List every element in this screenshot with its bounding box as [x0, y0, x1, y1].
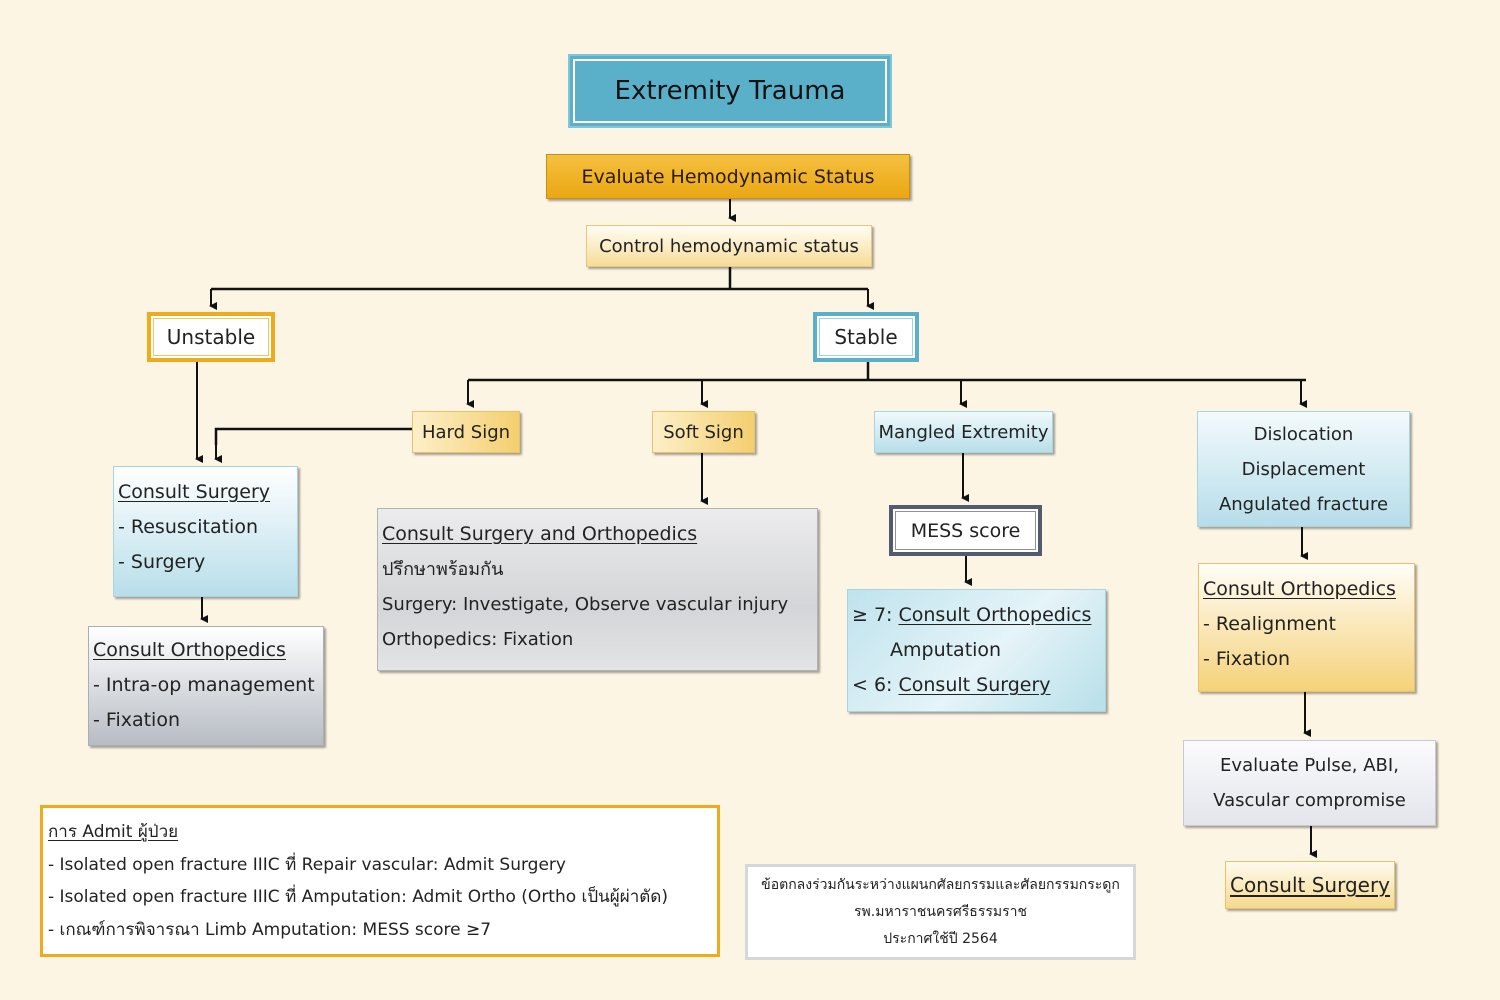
consult-surgery-heading: Consult Surgery: [118, 481, 271, 503]
dislocation-consult-ortho-node: Consult Orthopedics - Realignment - Fixa…: [1198, 563, 1415, 692]
realignment-item: - Realignment: [1203, 613, 1336, 635]
agreement-note-box: ข้อตกลงร่วมกันระหว่างแผนกศัลยกรรมและศัลย…: [745, 864, 1136, 960]
control-hemodynamic-node: Control hemodynamic status: [586, 225, 872, 267]
fixation-item: - Fixation: [93, 709, 181, 731]
hospital-line: รพ.มหาราชนครศรีธรรมราช: [854, 903, 1027, 920]
dislocation-node: Dislocation Displacement Angulated fract…: [1197, 411, 1410, 527]
angulated-fracture-line: Angulated fracture: [1218, 493, 1389, 515]
mess-low-prefix: < 6:: [852, 674, 899, 696]
title-text: Extremity Trauma: [614, 76, 846, 106]
surgery-investigate-line: Surgery: Investigate, Observe vascular i…: [382, 594, 789, 615]
line-control-split: [211, 267, 868, 291]
admit-note-item: - เกณฑ์การพิจารณา Limb Amputation: MESS …: [48, 919, 492, 940]
unstable-consult-surgery-node: Consult Surgery - Resuscitation - Surger…: [113, 466, 298, 597]
unstable-label: Unstable: [166, 325, 256, 349]
orthopedics-fixation-line: Orthopedics: Fixation: [382, 629, 574, 650]
mangled-extremity-label: Mangled Extremity: [878, 421, 1049, 443]
amputation-line: Amputation: [890, 639, 1002, 661]
fixation-item: - Fixation: [1203, 648, 1291, 670]
evaluate-pulse-line: Evaluate Pulse, ABI,: [1220, 755, 1399, 776]
mess-low-line: < 6: Consult Surgery: [852, 668, 1105, 703]
mess-score-node: MESS score: [889, 505, 1042, 556]
soft-sign-node: Soft Sign: [652, 411, 755, 453]
resuscitation-item: - Resuscitation: [118, 516, 258, 538]
hard-sign-node: Hard Sign: [412, 411, 520, 453]
final-consult-surgery-node: Consult Surgery: [1225, 861, 1395, 909]
mess-result-node: ≥ 7: Consult Orthopedics Amputation < 6:…: [847, 589, 1106, 712]
agreement-line: ข้อตกลงร่วมกันระหว่างแผนกศัลยกรรมและศัลย…: [761, 876, 1120, 893]
admit-note-box: การ Admit ผู้ป่วย - Isolated open fractu…: [40, 805, 720, 957]
consult-together-line: ปรึกษาพร้อมกัน: [382, 559, 504, 580]
surgery-item: - Surgery: [118, 551, 206, 573]
evaluate-hemodynamic-label: Evaluate Hemodynamic Status: [581, 165, 875, 188]
vascular-compromise-line: Vascular compromise: [1213, 790, 1406, 811]
dislocation-line: Dislocation: [1253, 423, 1354, 445]
unstable-consult-ortho-node: Consult Orthopedics - Intra-op managemen…: [88, 626, 324, 746]
evaluate-hemodynamic-node: Evaluate Hemodynamic Status: [546, 154, 910, 199]
admit-note-item: - Isolated open fracture IIIC ที่ Amputa…: [48, 887, 668, 907]
soft-sign-consult-node: Consult Surgery and Orthopedics ปรึกษาพร…: [377, 508, 818, 671]
unstable-node: Unstable: [147, 312, 275, 362]
line-stable-split: [468, 362, 1306, 382]
line-hard-sign-to-consult-surgery: [214, 427, 412, 445]
mess-high-action: Consult Orthopedics: [898, 604, 1092, 626]
mess-high-prefix: ≥ 7:: [852, 604, 899, 626]
hard-sign-label: Hard Sign: [421, 421, 511, 443]
consult-ortho-heading: Consult Orthopedics: [93, 639, 286, 661]
control-hemodynamic-label: Control hemodynamic status: [599, 235, 859, 257]
stable-label: Stable: [834, 325, 898, 349]
consult-ortho-heading: Consult Orthopedics: [1203, 578, 1396, 600]
intra-op-item: - Intra-op management: [93, 674, 315, 696]
consult-surgery-ortho-heading: Consult Surgery and Orthopedics: [382, 523, 698, 545]
mangled-extremity-node: Mangled Extremity: [874, 411, 1053, 453]
diagram-title: Extremity Trauma: [568, 54, 892, 128]
soft-sign-label: Soft Sign: [663, 421, 744, 443]
stable-node: Stable: [813, 312, 919, 362]
final-consult-surgery-label: Consult Surgery: [1229, 873, 1391, 897]
mess-score-label: MESS score: [910, 519, 1021, 542]
mess-low-action: Consult Surgery: [898, 674, 1051, 696]
admit-note-item: - Isolated open fracture IIIC ที่ Repair…: [48, 854, 566, 875]
announcement-year-line: ประกาศใช้ปี 2564: [883, 930, 998, 947]
displacement-line: Displacement: [1241, 458, 1366, 480]
admit-note-heading: การ Admit ผู้ป่วย: [48, 822, 179, 842]
evaluate-pulse-node: Evaluate Pulse, ABI, Vascular compromise: [1183, 740, 1436, 826]
mess-high-line: ≥ 7: Consult Orthopedics: [852, 598, 1105, 633]
